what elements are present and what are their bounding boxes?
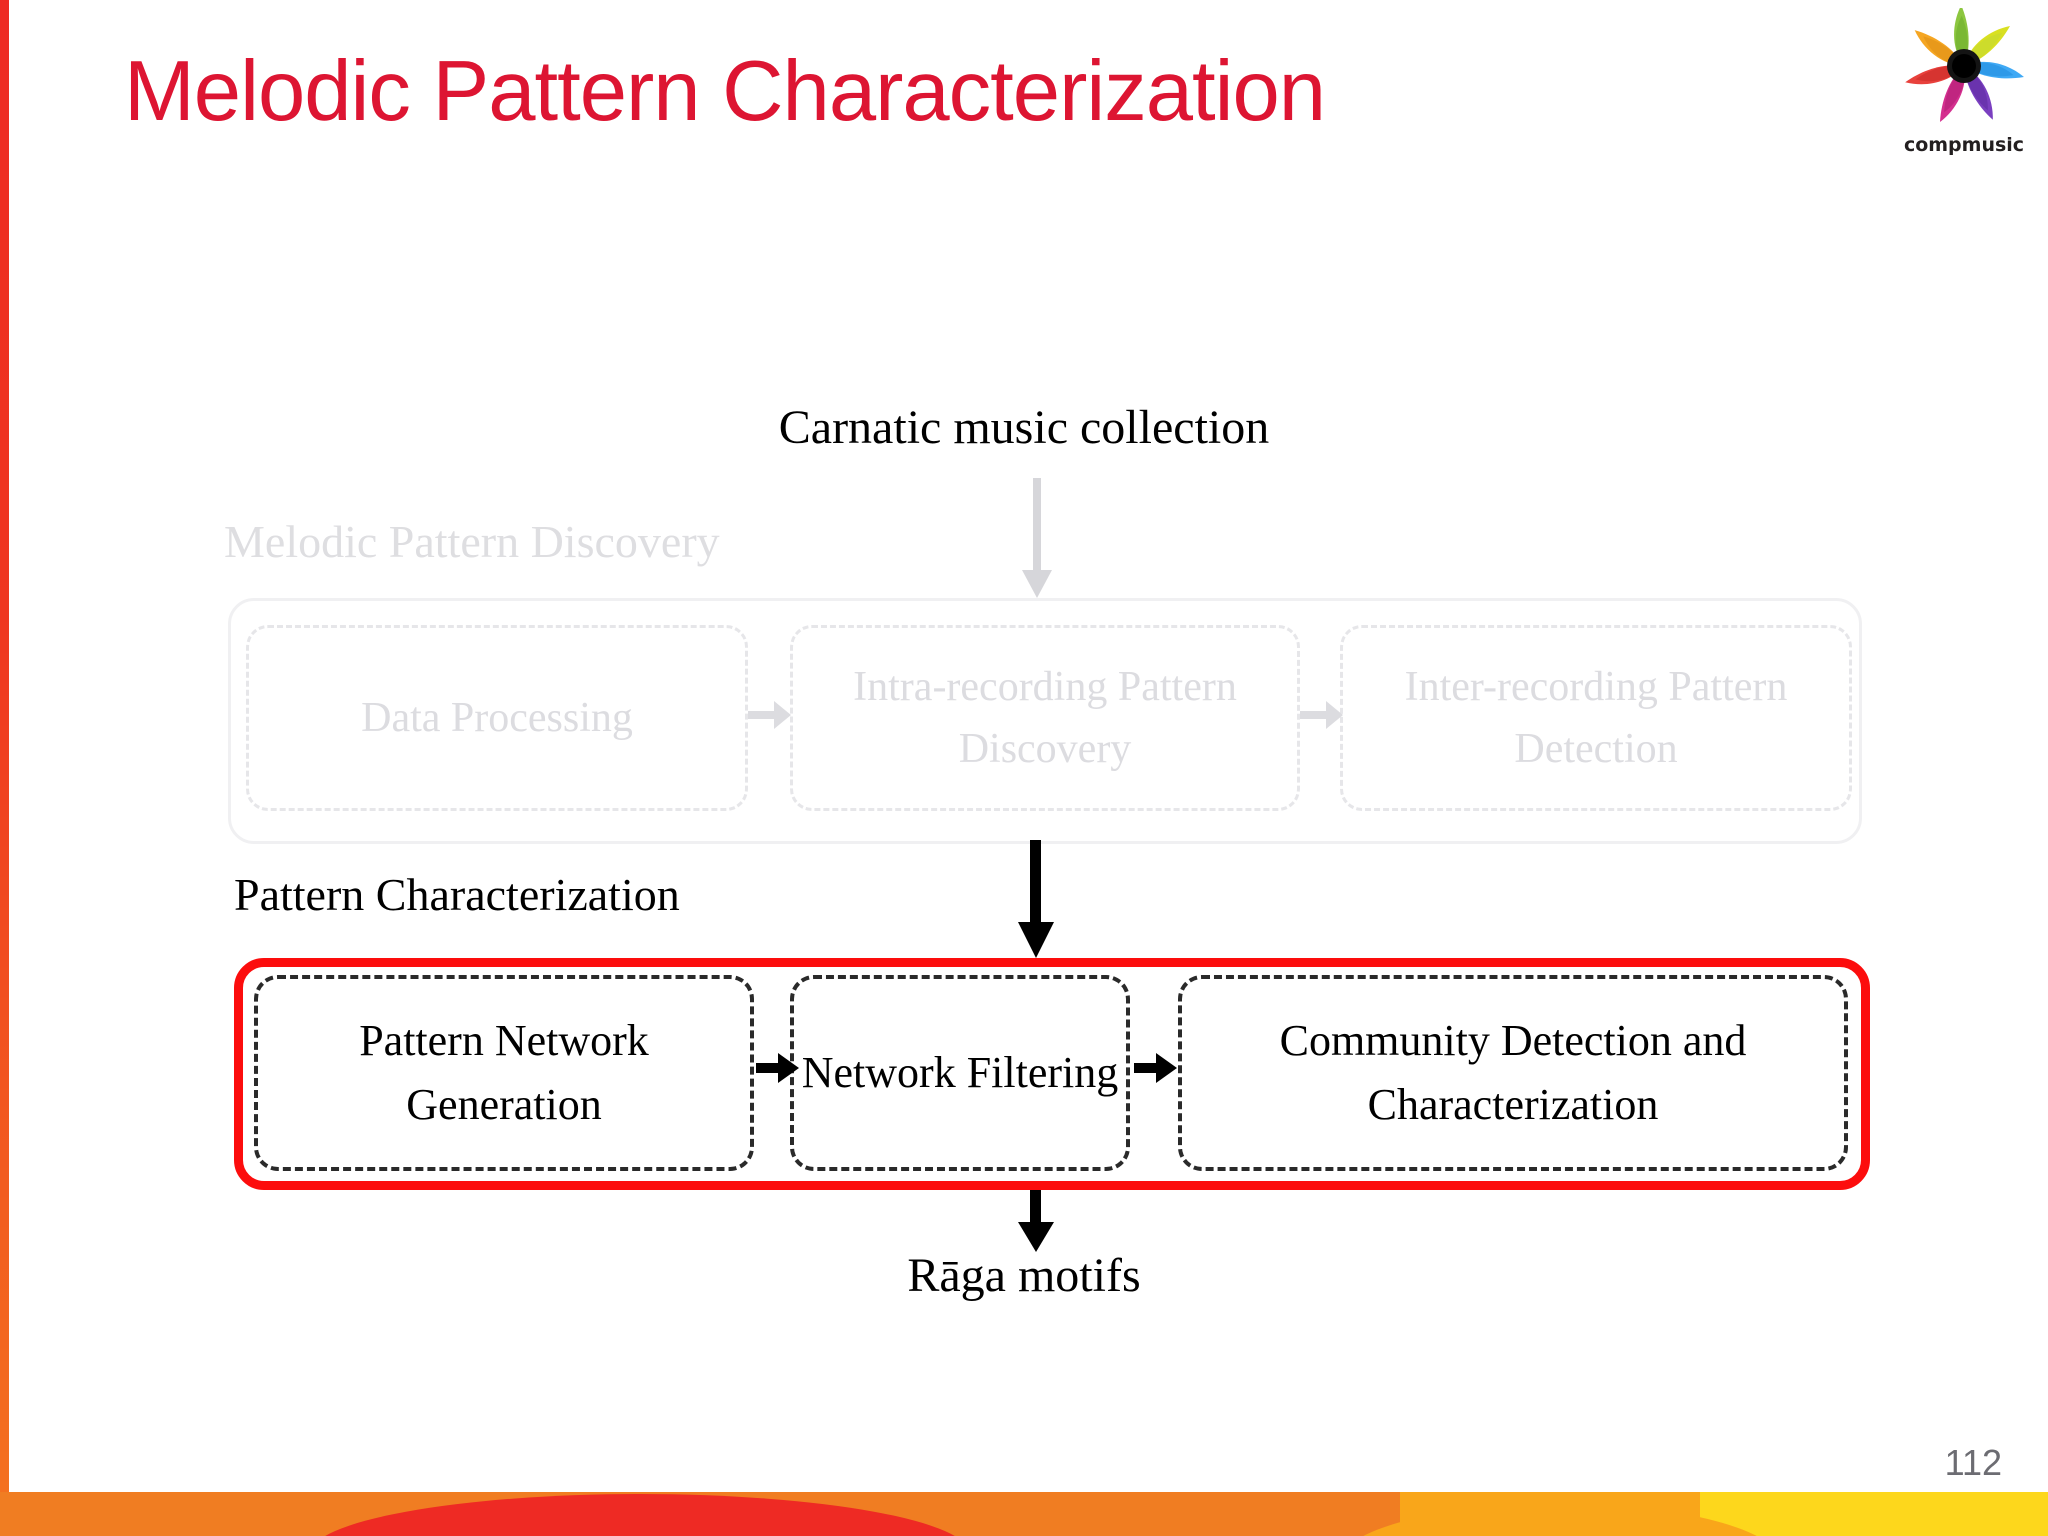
left-accent-stripe [0,0,9,1536]
arrow-discovery-to-characterization [1016,840,1056,965]
arrow-intra-to-inter [1300,698,1344,737]
stage-intra-recording-pattern-discovery: Intra-recording Pattern Discovery [790,625,1300,811]
section-heading-pattern-characterization: Pattern Characterization [234,869,680,920]
stage-pattern-network-generation: Pattern Network Generation [254,975,754,1171]
arrow-data-to-intra [748,698,792,737]
stage-network-filtering: Network Filtering [790,975,1130,1171]
compmusic-logo: compmusic [1894,8,2034,160]
stage-inter-recording-pattern-detection: Inter-recording Pattern Detection [1340,625,1852,811]
bottom-decoration-band [0,1492,2048,1536]
stage-data-processing: Data Processing [246,625,748,811]
arrow-network-gen-to-filtering [756,1050,800,1091]
page-number: 112 [1944,1442,2002,1483]
stage-community-detection-and-characterization: Community Detection and Characterization [1178,975,1848,1171]
compmusic-wordmark: compmusic [1903,134,2025,156]
diagram-output-label: Rāga motifs [907,1249,1141,1302]
arrow-filtering-to-community [1134,1050,1178,1091]
section-heading-melodic-pattern-discovery: Melodic Pattern Discovery [224,516,720,567]
arrow-characterization-to-output [1016,1190,1056,1259]
arrow-input-to-discovery [1020,478,1054,605]
diagram-input-label: Carnatic music collection [778,401,1270,454]
page-title: Melodic Pattern Characterization [124,44,1326,139]
